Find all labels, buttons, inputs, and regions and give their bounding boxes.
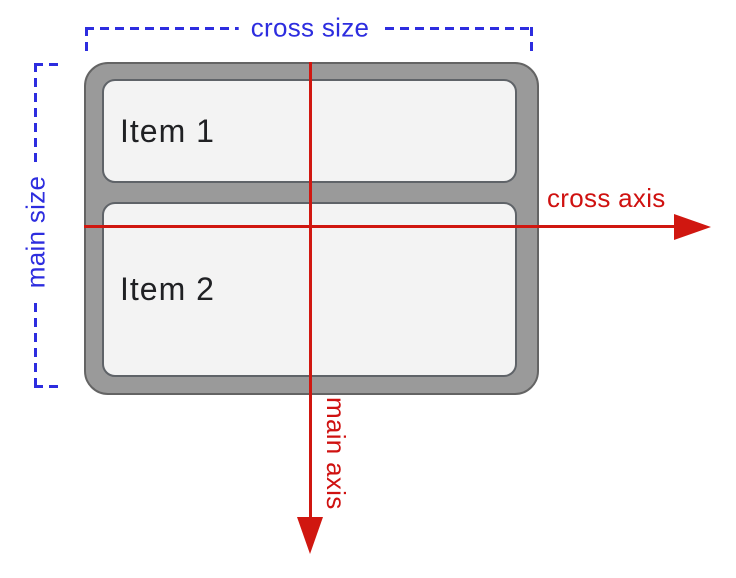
main-size-bracket-top-tick <box>34 63 64 66</box>
cross-size-bracket-right-tick <box>530 27 533 55</box>
flex-item-1-label: Item 1 <box>120 112 215 149</box>
arrowhead-down-icon <box>297 517 323 554</box>
main-size-bracket-bottom-tick <box>34 385 64 388</box>
cross-size-label: cross size <box>238 14 382 43</box>
cross-size-bracket-left-tick <box>85 27 88 55</box>
cross-axis-label: cross axis <box>547 183 666 213</box>
main-size-label: main size <box>21 163 51 301</box>
main-axis-label: main axis <box>321 397 351 510</box>
cross-axis-line <box>84 225 675 228</box>
arrowhead-right-icon <box>674 213 711 240</box>
main-axis-line <box>309 62 312 518</box>
flex-item-2-label: Item 2 <box>120 271 215 307</box>
